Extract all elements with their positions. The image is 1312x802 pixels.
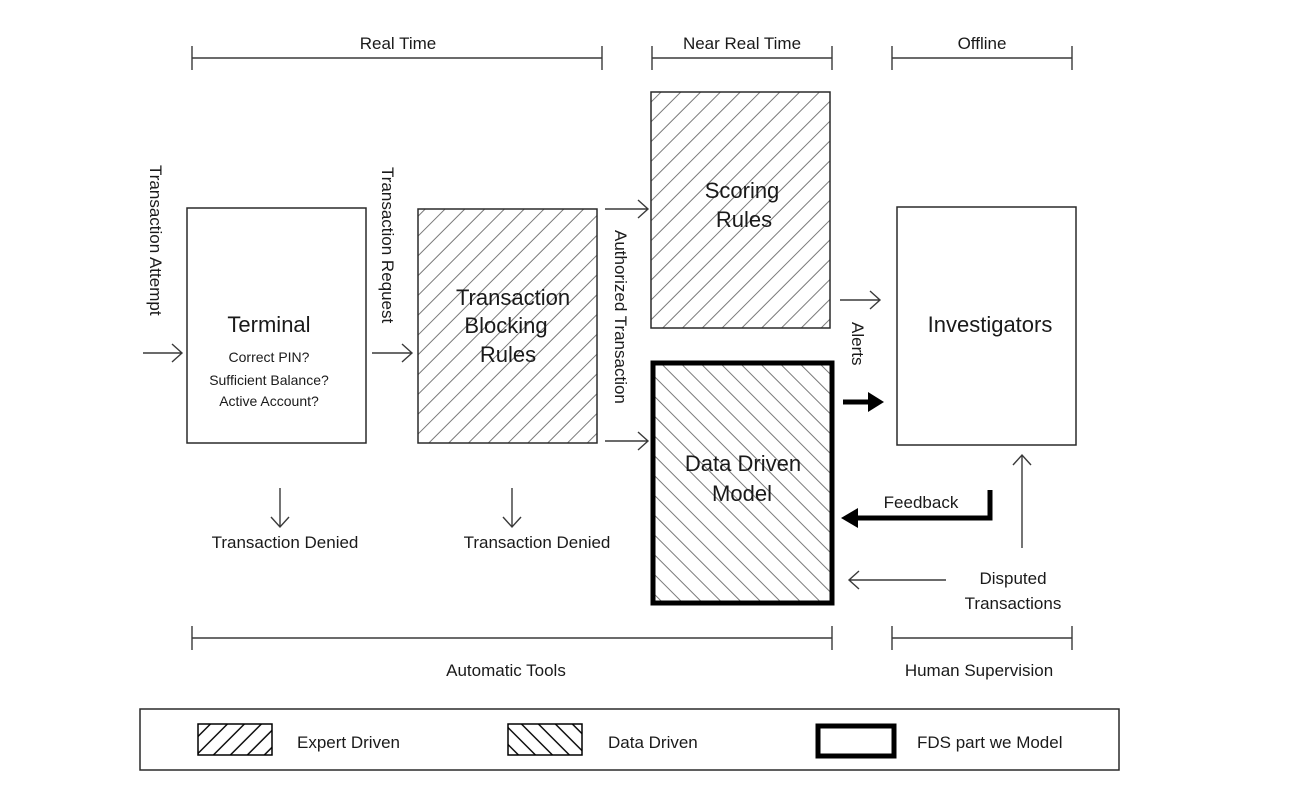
model-title-line2: Model (712, 481, 772, 506)
legend: Expert Driven Data Driven FDS part we Mo… (139, 708, 1120, 771)
human-supervision-label: Human Supervision (905, 661, 1053, 680)
blocking-title-line2: Blocking (464, 313, 547, 338)
transaction-request-arrow (372, 343, 414, 363)
legend-data-label: Data Driven (608, 733, 698, 752)
human-supervision-bracket: Human Supervision (891, 626, 1073, 680)
investigators-box: Investigators (896, 206, 1077, 446)
legend-fds-swatch (815, 723, 897, 759)
alerts-label: Alerts (848, 322, 867, 365)
blocking-title-line3: Rules (480, 342, 536, 367)
legend-fds-part: FDS part we Model (815, 723, 1063, 759)
terminal-check-pin: Correct PIN? (229, 349, 310, 365)
timeline-offline: Offline (891, 34, 1073, 70)
blocking-title-line1: Transaction (456, 285, 570, 310)
automatic-tools-label: Automatic Tools (446, 661, 566, 680)
terminal-denied-label: Transaction Denied (212, 533, 359, 552)
timeline-near-real-time: Near Real Time (651, 34, 833, 70)
scoring-rules-box: Scoring Rules (650, 91, 831, 329)
terminal-check-balance: Sufficient Balance? (209, 372, 329, 388)
legend-expert-driven: Expert Driven (197, 723, 400, 756)
blocking-denied-arrow (502, 488, 522, 529)
automatic-tools-bracket: Automatic Tools (191, 626, 833, 680)
disputed-label-line2: Transactions (965, 594, 1062, 613)
legend-fds-label: FDS part we Model (917, 733, 1063, 752)
transaction-attempt-arrow (143, 343, 184, 363)
timeline-real-time: Real Time (191, 34, 603, 70)
legend-expert-swatch (197, 723, 273, 756)
legend-data-driven: Data Driven (507, 723, 698, 756)
data-driven-model-box: Data Driven Model (650, 360, 835, 606)
authorized-transaction-label: Authorized Transaction (611, 230, 630, 404)
offline-label: Offline (958, 34, 1007, 53)
model-title-line1: Data Driven (685, 451, 801, 476)
legend-data-swatch (507, 723, 583, 756)
terminal-box: Terminal Correct PIN? Sufficient Balance… (186, 207, 367, 444)
real-time-label: Real Time (360, 34, 437, 53)
terminal-denied-arrow (270, 488, 290, 529)
near-real-time-label: Near Real Time (683, 34, 801, 53)
transaction-request-label: Transaction Request (378, 167, 397, 324)
blocking-denied-label: Transaction Denied (464, 533, 611, 552)
disputed-to-investigators-arrow (1012, 453, 1032, 548)
authorized-transaction-arrows (605, 199, 650, 451)
feedback-arrow (841, 490, 993, 528)
terminal-title: Terminal (227, 312, 310, 337)
alerts-arrow-bold (843, 392, 884, 412)
transaction-attempt-label: Transaction Attempt (146, 165, 165, 316)
investigators-title: Investigators (928, 312, 1053, 337)
scoring-title-line2: Rules (716, 207, 772, 232)
feedback-label: Feedback (884, 493, 959, 512)
alerts-arrow-thin (840, 290, 882, 310)
scoring-title-line1: Scoring (705, 178, 780, 203)
disputed-to-model-arrow (847, 570, 946, 590)
transaction-blocking-rules-box: Transaction Blocking Rules (417, 208, 598, 444)
terminal-check-account: Active Account? (219, 393, 319, 409)
disputed-label-line1: Disputed (979, 569, 1046, 588)
legend-expert-label: Expert Driven (297, 733, 400, 752)
